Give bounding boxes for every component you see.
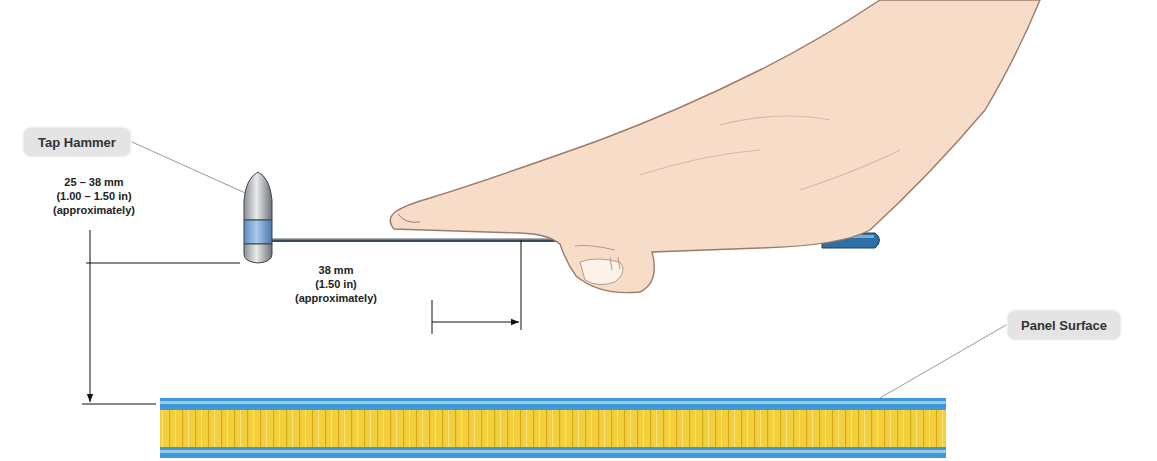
sandwich-panel: [160, 398, 946, 458]
dimension-label: (1.00 – 1.50 in): [56, 190, 131, 203]
callout-text: Tap Hammer: [38, 135, 116, 150]
dimension-label: 25 – 38 mm: [64, 176, 123, 189]
dimension-label: (approximately): [295, 292, 377, 305]
callout-box: Panel Surface: [1008, 311, 1120, 339]
height-dimension: [82, 230, 240, 404]
leader-line: [132, 142, 252, 196]
dimension-label: (approximately): [53, 204, 135, 217]
dimension-label: 38 mm: [319, 264, 354, 277]
callout-text: Panel Surface: [1021, 318, 1107, 333]
leader-line: [880, 325, 1006, 398]
dimension-label: (1.50 in): [315, 278, 357, 291]
grip-dimension: [432, 240, 521, 334]
hand: [390, 0, 1040, 293]
callout-box: Tap Hammer: [24, 128, 130, 156]
